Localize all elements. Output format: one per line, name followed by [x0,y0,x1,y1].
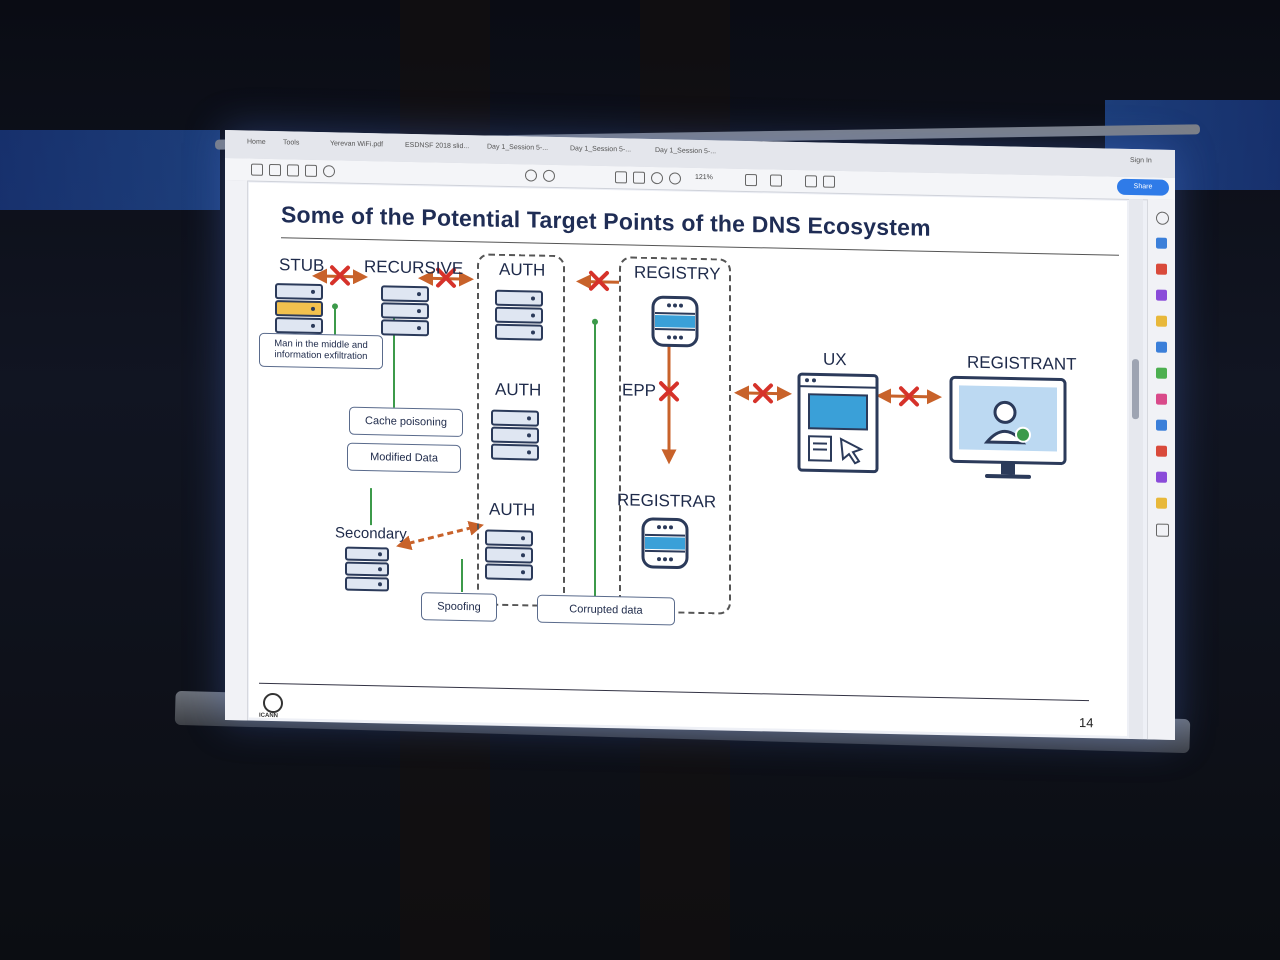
tab-document[interactable]: Day 1_Session 5-... [570,145,632,154]
page-number: 14 [1079,714,1094,731]
hand-tool-icon[interactable] [633,171,645,184]
diagram-connectors [312,265,942,600]
icann-logo-icon [263,692,283,714]
comment-icon[interactable] [805,175,817,188]
save-icon[interactable] [251,163,263,176]
scroll-thumb[interactable] [1132,359,1139,420]
print-icon[interactable] [287,164,299,177]
vertical-scrollbar[interactable] [1129,198,1143,740]
left-panel [225,180,248,721]
more-tools-icon[interactable] [1156,523,1169,537]
tab-document[interactable]: Day 1_Session 5-... [487,143,549,152]
tab-document[interactable]: Yerevan WiFi.pdf [330,140,384,149]
mail-icon[interactable] [305,164,317,177]
registrar-label: REGISTRAR [617,490,717,512]
auth-server-icon [491,409,539,461]
secondary-label: Secondary [335,524,407,543]
auth-label: AUTH [495,379,542,400]
select-tool-icon[interactable] [615,171,627,184]
auth-label: AUTH [499,259,546,280]
next-page-icon[interactable] [543,169,555,182]
comment-tool-icon[interactable] [1156,315,1167,327]
auth-server-icon [495,289,543,341]
projected-pdf-viewer: Home Tools Yerevan WiFi.pdf ESDNSF 2018 … [225,130,1175,740]
tab-home[interactable]: Home [247,138,266,146]
tools-pane [1147,199,1175,740]
secondary-server-icon [345,546,389,592]
create-pdf-icon[interactable] [1156,263,1167,275]
attack-spoofing-box: Spoofing [421,592,497,622]
registrar-database-icon [641,517,689,570]
auth-label: AUTH [489,499,536,520]
zoom-in-icon[interactable] [669,172,681,185]
prepare-form-icon[interactable] [1156,497,1167,509]
tab-document[interactable]: ESDNSF 2018 slid... [405,141,470,151]
zoom-out-icon[interactable] [651,171,663,185]
organize-pages-icon[interactable] [1156,367,1167,379]
registry-label: REGISTRY [634,262,721,284]
registry-database-icon [651,295,699,348]
pen-icon[interactable] [823,175,835,188]
sign-in-link[interactable]: Sign In [1130,157,1152,165]
prev-page-icon[interactable] [525,169,537,182]
download-icon[interactable] [770,174,782,187]
stub-server-icon [275,283,323,335]
logo-text: ICANN [259,712,278,720]
ux-browser-icon [797,372,879,474]
upload-icon[interactable] [269,163,281,177]
tab-tools[interactable]: Tools [283,139,300,147]
blocked-cross [330,265,919,407]
combine-files-icon[interactable] [1156,341,1167,353]
search-icon[interactable] [323,165,335,178]
attack-modified-data-box: Modified Data [347,442,461,473]
zoom-level[interactable]: 121% [695,173,713,182]
auth-server-icon [485,529,533,581]
epp-label: EPP [622,380,657,401]
tab-document[interactable]: Day 1_Session 5-... [655,147,717,156]
registrant-monitor-icon [949,375,1067,479]
edit-pdf-icon[interactable] [1156,289,1167,301]
page-layout-icon[interactable] [745,173,757,187]
slide-page: Some of the Potential Target Points of t… [249,182,1127,736]
ceiling-light [0,130,220,210]
recursive-label: RECURSIVE [364,256,464,279]
attack-cache-poisoning-box: Cache poisoning [349,406,463,438]
share-button[interactable]: Share [1117,178,1169,196]
registrant-label: REGISTRANT [967,352,1077,374]
fill-sign-icon[interactable] [1156,393,1167,405]
protect-icon[interactable] [1156,419,1167,431]
attack-mitm-box: Man in the middle and information exfilt… [259,332,383,370]
send-review-icon[interactable] [1156,445,1167,457]
sign-icon[interactable] [1156,471,1167,483]
recursive-server-icon [381,285,429,337]
attack-corrupted-data-box: Corrupted data [537,594,675,626]
export-pdf-icon[interactable] [1156,237,1167,249]
stub-label: STUB [279,255,325,276]
ux-label: UX [823,349,847,370]
search-tool-icon[interactable] [1156,211,1169,225]
